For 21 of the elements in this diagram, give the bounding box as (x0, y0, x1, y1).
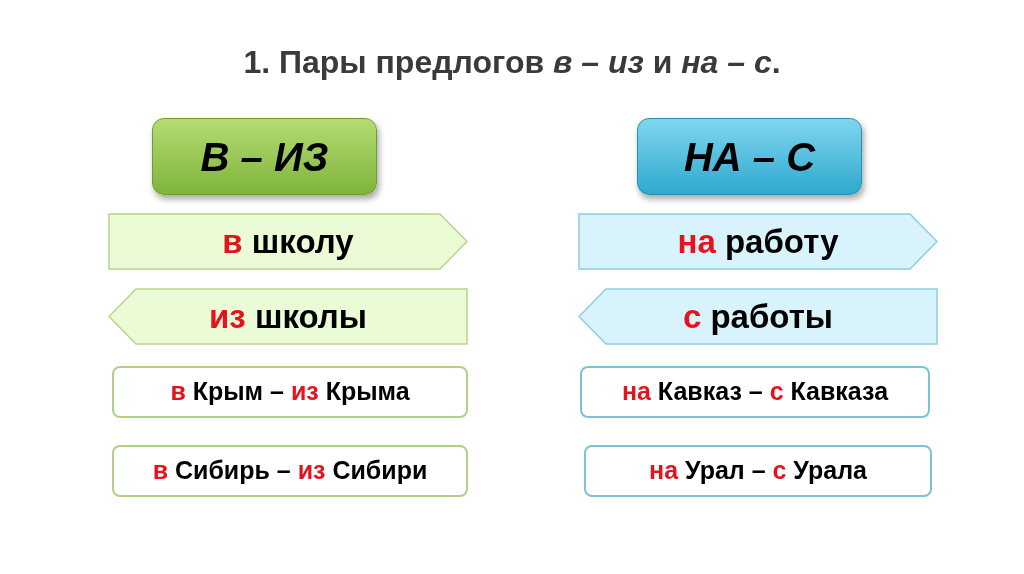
header-text: НА – С (683, 133, 816, 181)
left-arrow-banner (578, 288, 938, 345)
phrase-text: из школы (209, 296, 367, 337)
right-arrow-banner (108, 213, 468, 270)
left-arrow-banner (108, 288, 468, 345)
phrase-text: на Кавказ – с Кавказа (621, 376, 889, 408)
phrase-text: на Урал – с Урала (649, 455, 867, 487)
phrase-text: в Сибирь – из Сибири (152, 455, 428, 487)
header-box (637, 118, 862, 195)
phrase-text: с работы (682, 296, 834, 337)
phrase-text: на работу (677, 221, 839, 262)
phrase-box (112, 445, 468, 497)
header-text: В – ИЗ (200, 133, 329, 181)
phrase-box (584, 445, 932, 497)
header-box (152, 118, 377, 195)
right-arrow-banner (578, 213, 938, 270)
title: 1. Пары предлогов в – из и на – с. (243, 43, 781, 82)
phrase-text: в Крым – из Крыма (170, 376, 410, 408)
phrase-text: в школу (222, 221, 354, 262)
phrase-box (112, 366, 468, 418)
phrase-box (580, 366, 930, 418)
